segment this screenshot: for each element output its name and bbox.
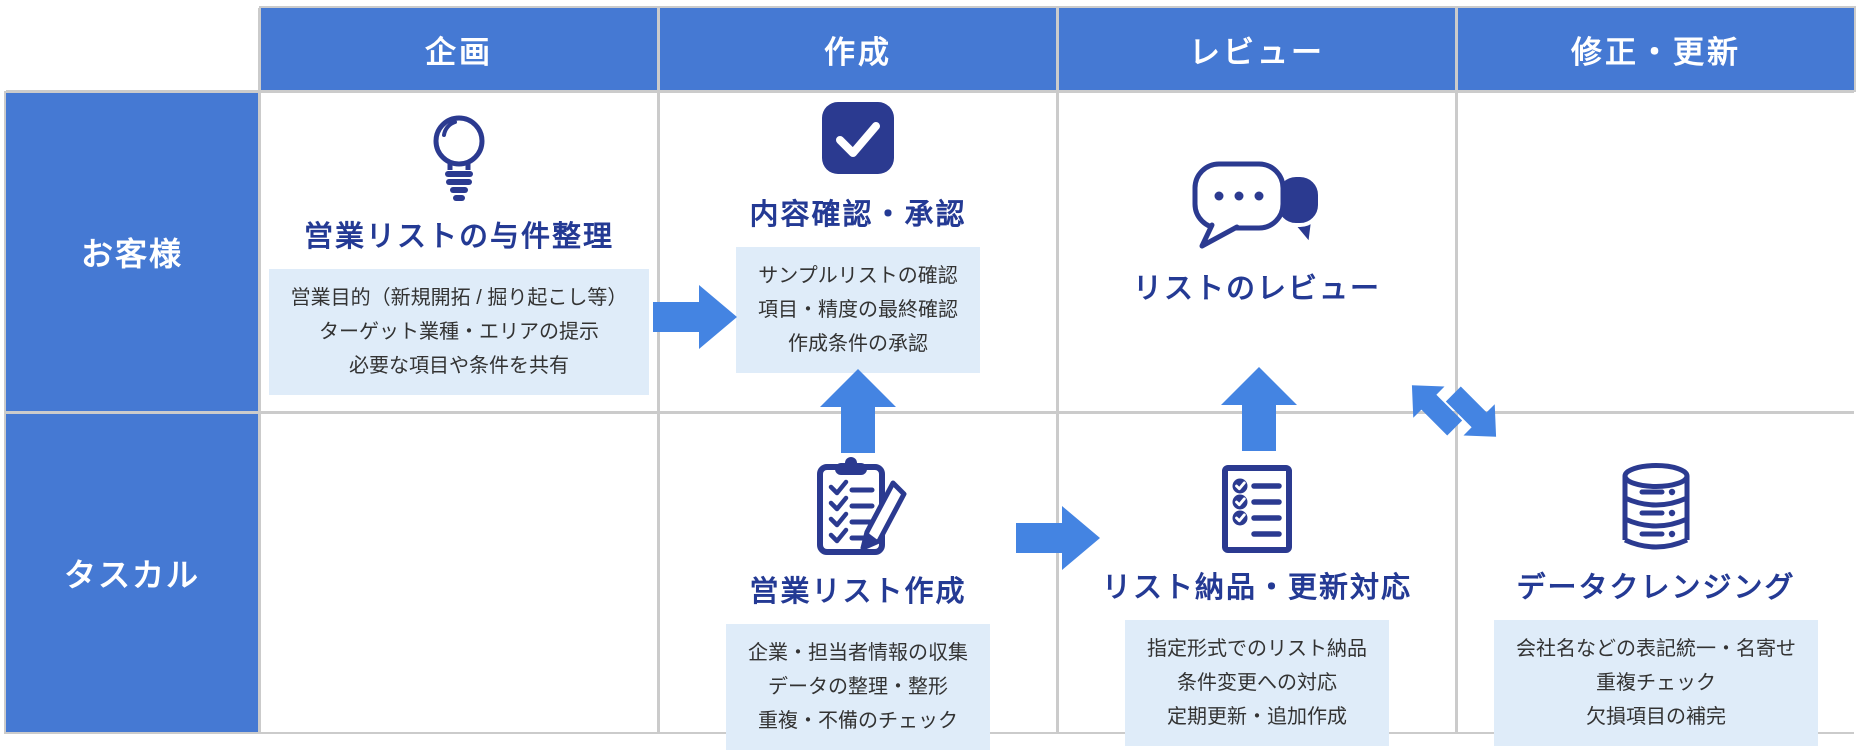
- cell-details-box: 営業目的（新規開拓 / 掘り起こし等） ターゲット業種・エリアの提示 必要な項目…: [268, 269, 650, 395]
- cell-creation-customer: 内容確認・承認 サンプルリストの確認 項目・精度の最終確認 作成条件の承認: [660, 93, 1056, 411]
- clipboard-pencil-icon: [806, 456, 910, 558]
- cell-title: 営業リストの与件整理: [303, 221, 614, 253]
- cell-revision-tascal: データクレンジング 会社名などの表記統一・名寄せ 重複チェック 欠損項目の補完: [1458, 414, 1854, 746]
- phase-header-creation: 作成: [660, 8, 1056, 90]
- cell-review-customer: リストのレビュー: [1059, 93, 1455, 411]
- cell-title: 営業リスト作成: [749, 576, 967, 608]
- phase-header-label: レビュー: [1189, 34, 1325, 70]
- detail-line: 定期更新・追加作成: [1167, 706, 1347, 728]
- detail-line: 重複チェック: [1596, 672, 1716, 694]
- lightbulb-icon: [428, 113, 490, 203]
- phase-header-label: 作成: [824, 34, 892, 70]
- checklist-icon: [1221, 464, 1293, 554]
- cell-revision-customer: [1458, 93, 1854, 411]
- cell-details-box: 会社名などの表記統一・名寄せ 重複チェック 欠損項目の補完: [1494, 620, 1818, 746]
- cell-planning-tascal: [261, 414, 657, 732]
- cell-title: 内容確認・承認: [749, 199, 967, 231]
- corner-cell: [6, 8, 258, 90]
- chat-bubbles-icon: [1192, 161, 1322, 250]
- phase-header-label: 修正・更新: [1571, 34, 1741, 70]
- detail-line: サンプルリストの確認: [758, 265, 958, 287]
- detail-line: データの整理・整形: [768, 676, 948, 698]
- detail-line: 作成条件の承認: [788, 333, 928, 355]
- phase-header-revision: 修正・更新: [1458, 8, 1854, 90]
- phase-header-planning: 企画: [261, 8, 657, 90]
- lane-label-customer: お客様: [6, 93, 258, 411]
- cell-details-box: 企業・担当者情報の収集 データの整理・整形 重複・不備のチェック: [726, 624, 990, 750]
- cell-details-box: 指定形式でのリスト納品 条件変更への対応 定期更新・追加作成: [1125, 620, 1389, 746]
- phase-header-review: レビュー: [1059, 8, 1455, 90]
- cell-details-box: サンプルリストの確認 項目・精度の最終確認 作成条件の承認: [736, 247, 980, 373]
- detail-line: 重複・不備のチェック: [758, 710, 958, 732]
- detail-line: ターゲット業種・エリアの提示: [318, 321, 599, 343]
- check-square-icon: [821, 101, 895, 175]
- swimlane-grid: 企画 作成 レビュー 修正・更新 お客様: [6, 8, 1854, 750]
- detail-line: 企業・担当者情報の収集: [748, 642, 968, 664]
- lane-label: タスカル: [63, 557, 200, 593]
- detail-line: 会社名などの表記統一・名寄せ: [1516, 638, 1796, 660]
- cell-title: リスト納品・更新対応: [1101, 572, 1412, 604]
- cell-title: リストのレビュー: [1132, 273, 1381, 305]
- detail-line: 営業目的（新規開拓 / 掘り起こし等）: [290, 287, 628, 309]
- detail-line: 指定形式でのリスト納品: [1147, 638, 1367, 660]
- lane-label: お客様: [80, 236, 183, 272]
- cell-title: データクレンジング: [1516, 572, 1796, 604]
- cell-creation-tascal: 営業リスト作成 企業・担当者情報の収集 データの整理・整形 重複・不備のチェック: [660, 414, 1056, 750]
- database-icon: [1618, 462, 1694, 554]
- cell-review-tascal: リスト納品・更新対応 指定形式でのリスト納品 条件変更への対応 定期更新・追加作…: [1059, 414, 1455, 746]
- cell-planning-customer: 営業リストの与件整理 営業目的（新規開拓 / 掘り起こし等） ターゲット業種・エ…: [261, 93, 657, 411]
- detail-line: 条件変更への対応: [1177, 672, 1337, 694]
- detail-line: 欠損項目の補完: [1586, 706, 1726, 728]
- detail-line: 必要な項目や条件を共有: [348, 355, 569, 377]
- lane-label-tascal: タスカル: [6, 414, 258, 732]
- detail-line: 項目・精度の最終確認: [758, 299, 958, 321]
- phase-header-label: 企画: [425, 34, 493, 70]
